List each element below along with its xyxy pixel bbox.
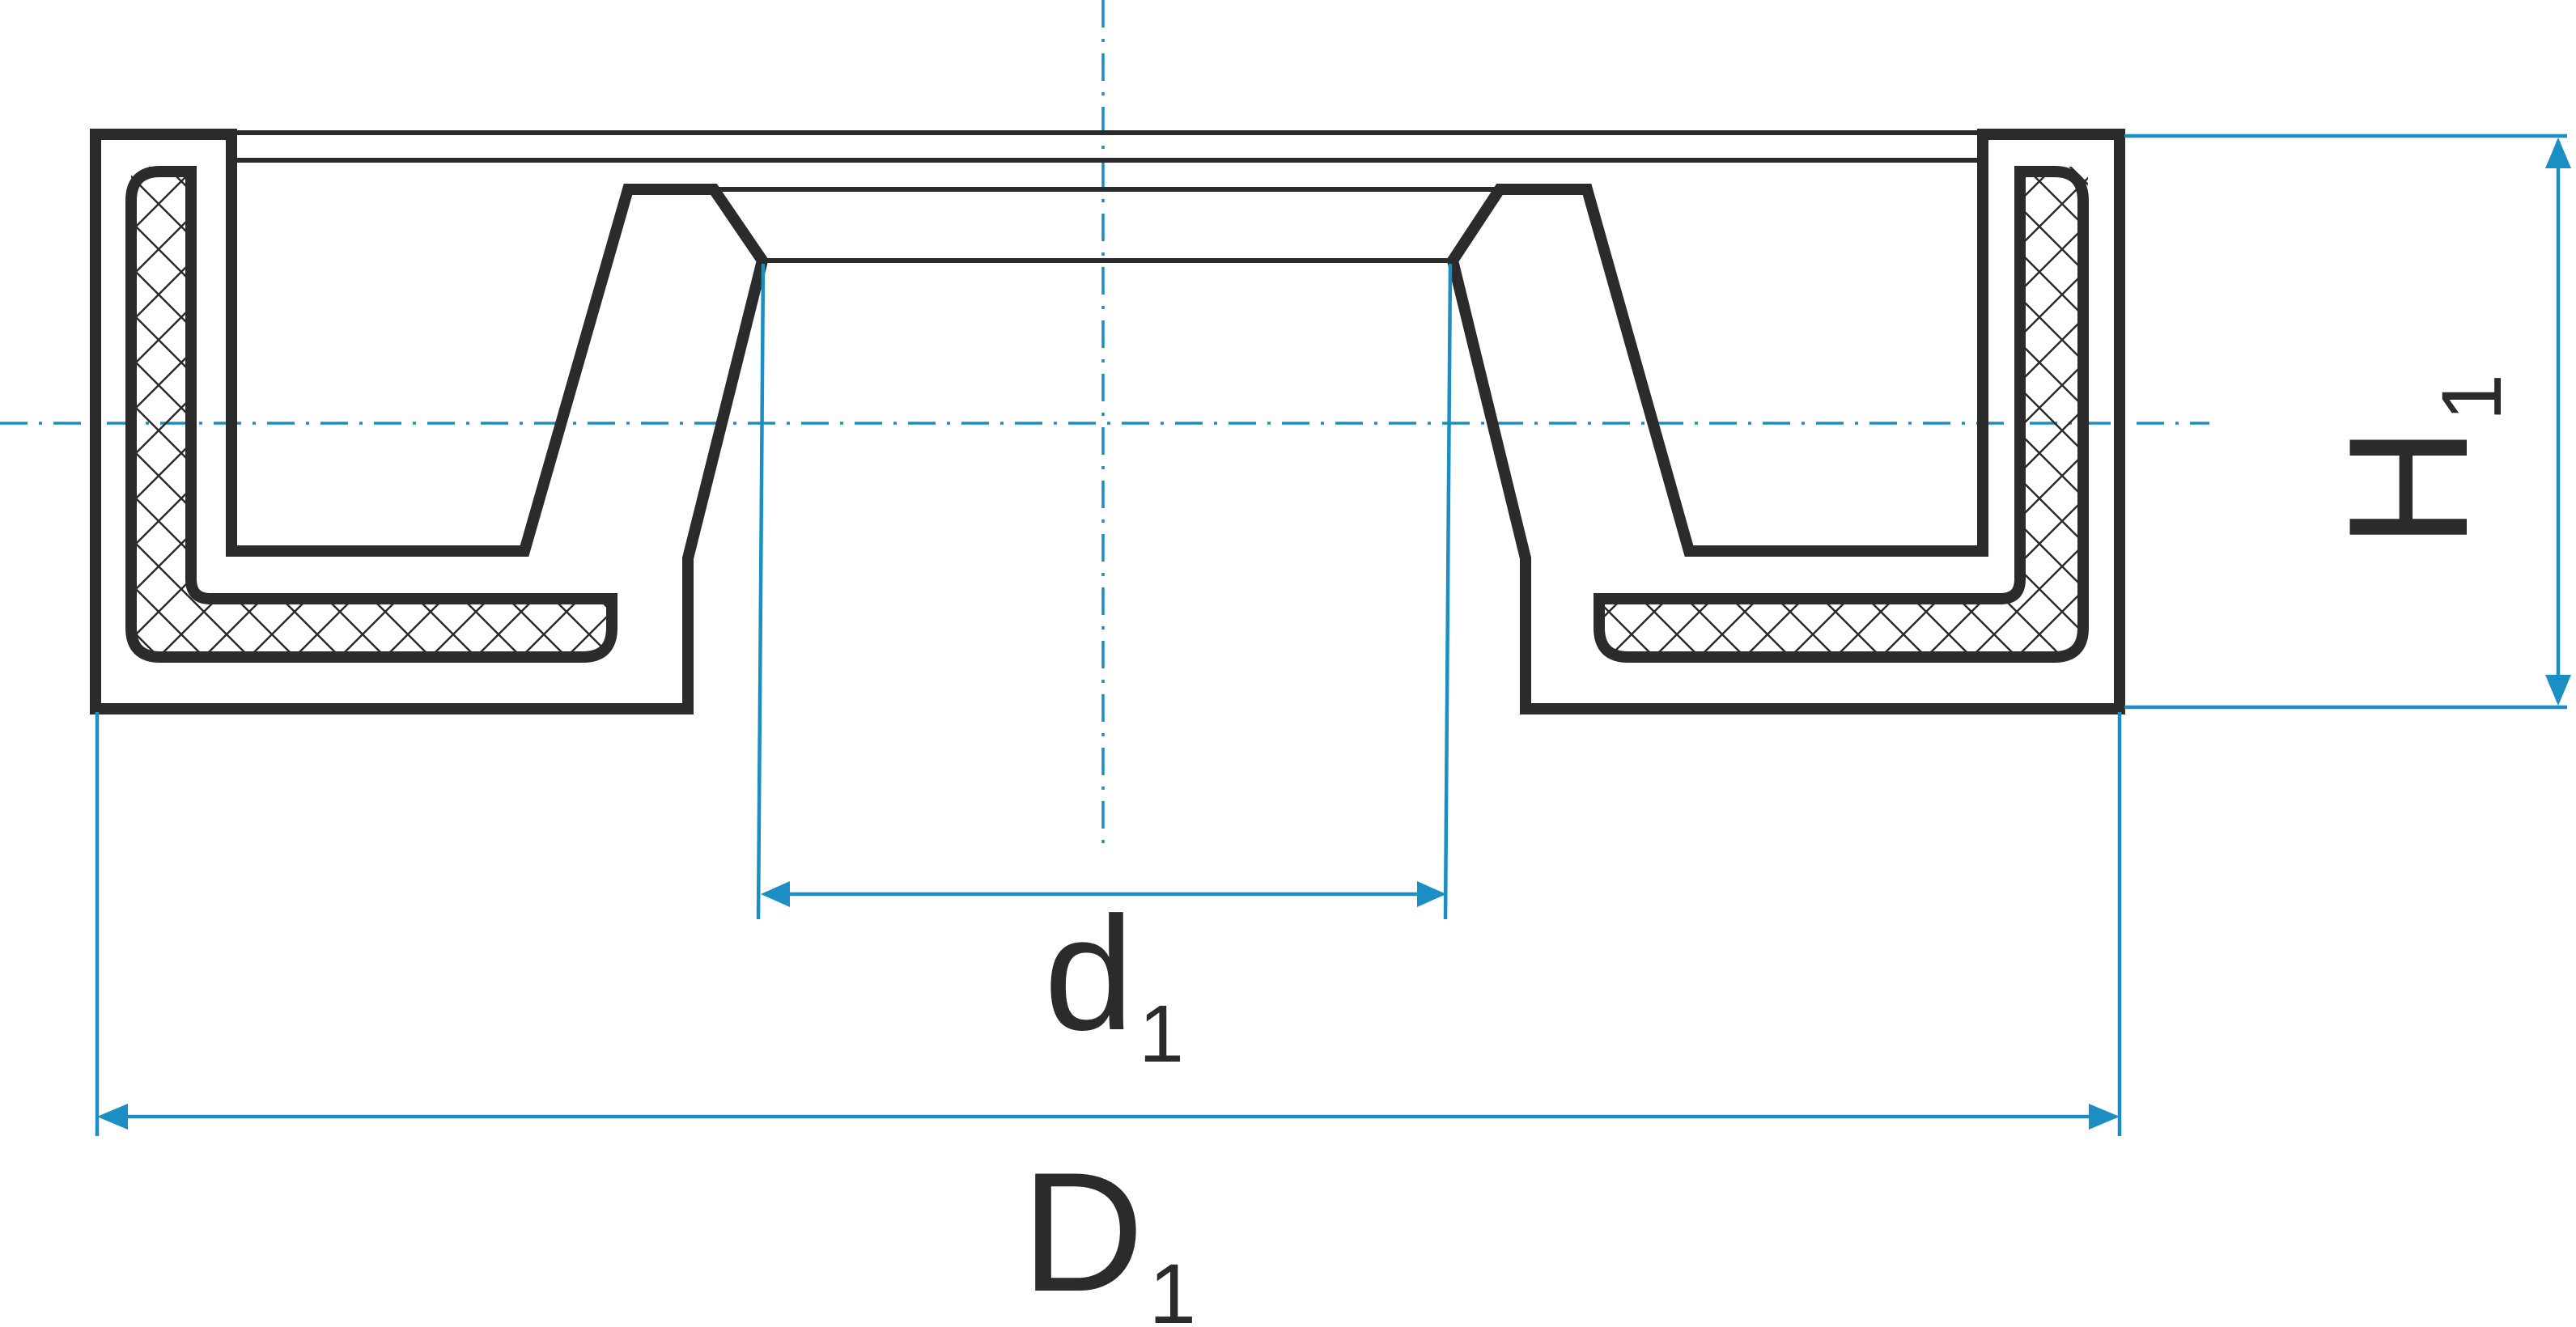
right-reinforcement-insert [1599, 167, 2088, 657]
D1-label: D1 [1021, 1137, 1196, 1327]
H1-label: H1 [2313, 374, 2519, 549]
d1-arrow-left [761, 881, 790, 907]
D1-subscript: 1 [1149, 1247, 1196, 1327]
D1-arrow-left [97, 1104, 128, 1130]
right-reinforcement-outline [1594, 166, 2089, 663]
d1-label: d1 [1044, 884, 1184, 1079]
d1-arrow-right [1417, 881, 1446, 907]
left-reinforcement-insert [131, 167, 612, 657]
d1-extension-right [1443, 263, 1453, 920]
d1-subscript: 1 [1139, 989, 1184, 1079]
seal-left-half [90, 129, 769, 714]
d1-extension-left [756, 263, 766, 920]
height-dimension: H1 [2124, 134, 2571, 710]
H1-subscript: 1 [2425, 374, 2519, 421]
outer-diameter-dimension: D1 [95, 712, 2122, 1327]
left-reinforcement-outline [125, 166, 617, 663]
inner-diameter-dimension: d1 [756, 263, 1453, 1079]
center-lines [0, 0, 2209, 846]
seal-right-half [1446, 129, 2125, 714]
d1-symbol: d [1044, 884, 1134, 1064]
D1-arrow-right [2089, 1104, 2120, 1130]
H1-arrow-bottom [2545, 675, 2571, 706]
D1-symbol: D [1021, 1137, 1144, 1327]
H1-arrow-top [2545, 138, 2571, 168]
right-lip-chamfer [1450, 188, 1502, 262]
left-lip-chamfer [711, 188, 765, 262]
seal-top-lines [231, 130, 1983, 263]
H1-symbol: H [2313, 426, 2503, 549]
